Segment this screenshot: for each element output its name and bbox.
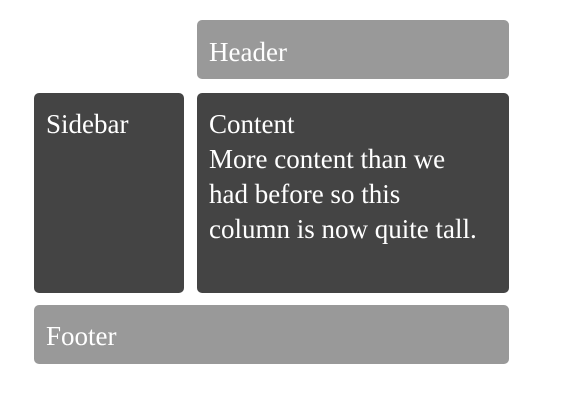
footer-panel: Footer xyxy=(34,305,509,364)
sidebar-panel: Sidebar xyxy=(34,93,184,293)
content-panel: Content More content than we had before … xyxy=(197,93,509,293)
header-panel: Header xyxy=(197,20,509,79)
content-title: Content xyxy=(209,109,295,139)
sidebar-label: Sidebar xyxy=(46,109,129,139)
footer-label: Footer xyxy=(46,321,117,351)
header-label: Header xyxy=(209,37,287,67)
content-body: More content than we had before so this … xyxy=(209,144,477,244)
